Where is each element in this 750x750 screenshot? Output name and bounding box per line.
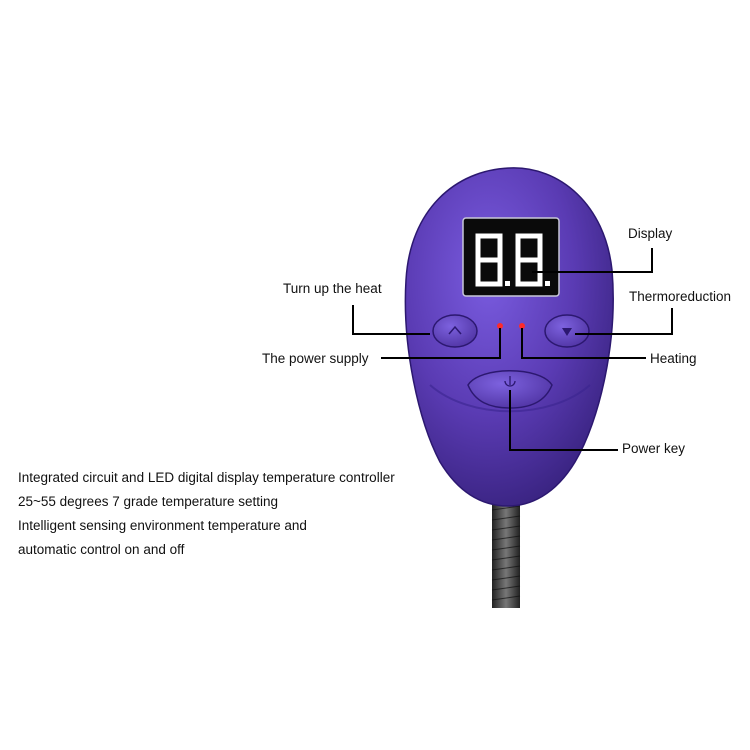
power-key-button[interactable] <box>467 370 553 409</box>
heating-led <box>519 323 525 329</box>
callout-lines <box>352 248 673 451</box>
display-leader <box>532 248 653 273</box>
power-key-label: Power key <box>622 441 685 456</box>
power-key-leader <box>509 390 618 451</box>
power-supply-label: The power supply <box>262 351 369 366</box>
turn-up-heat-leader <box>352 305 430 335</box>
power-icon <box>504 376 516 387</box>
display-digits <box>475 233 550 287</box>
thermoreduction-label: Thermoreduction <box>629 289 731 304</box>
heating-label: Heating <box>650 351 697 366</box>
heating-leader <box>521 328 646 359</box>
description-line-1: Integrated circuit and LED digital displ… <box>18 470 395 485</box>
turn-up-heat-label: Turn up the heat <box>283 281 382 296</box>
down-arrow-icon <box>562 328 572 336</box>
controller-body <box>404 167 614 507</box>
description-line-2: 25~55 degrees 7 grade temperature settin… <box>18 494 279 509</box>
display-label: Display <box>628 226 673 241</box>
thermoreduction-leader <box>575 308 673 335</box>
power-supply-leader <box>381 328 501 359</box>
description-line-4: automatic control on and off <box>18 542 185 557</box>
power-supply-led <box>497 323 503 329</box>
turn-up-heat-button[interactable] <box>432 314 478 348</box>
cable <box>491 498 521 608</box>
description-line-3: Intelligent sensing environment temperat… <box>18 518 307 533</box>
up-arrow-icon <box>448 325 462 335</box>
